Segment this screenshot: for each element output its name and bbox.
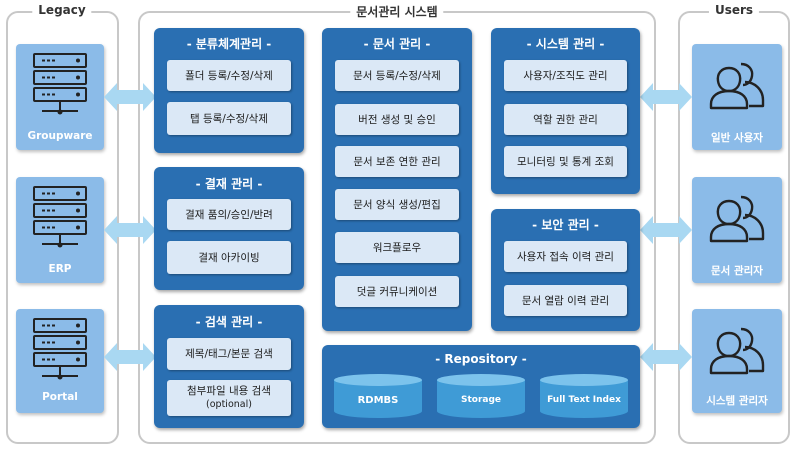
optional-note: (optional) (206, 399, 252, 410)
approval-request-item: 결재 품의/승인/반려 (167, 199, 291, 230)
server-icon (33, 318, 87, 380)
full-text-index-label: Full Text Index (547, 395, 621, 405)
server-icon (33, 186, 87, 248)
search-panel: - 검색 관리 - 제목/태그/본문 검색 첨부파일 내용 검색 (option… (154, 305, 304, 428)
search-title: - 검색 관리 - (195, 315, 263, 329)
tab-crud-item: 탭 등록/수정/삭제 (167, 102, 291, 135)
full-text-index-cylinder-icon (540, 374, 628, 418)
template-edit-item: 문서 양식 생성/편집 (335, 189, 459, 220)
sysadmin-panel: - 시스템 관리 - 사용자/조직도 관리 역할 권한 관리 모니터링 및 통계… (491, 28, 640, 194)
users-icon (709, 327, 765, 375)
legacy-title: Legacy (32, 3, 92, 17)
workflow-item: 워크플로우 (335, 232, 459, 263)
user-node-sys-admin: 시스템 관리자 (692, 309, 782, 413)
approval-panel: - 결재 관리 - 결재 품의/승인/반려 결재 아카이빙 (154, 167, 304, 290)
attachment-search-label: 첨부파일 내용 검색 (187, 385, 271, 397)
user-org-item: 사용자/조직도 관리 (504, 60, 627, 91)
legacy-node-portal: Portal (16, 309, 104, 413)
document-title: - 문서 관리 - (363, 37, 431, 51)
legacy-node-groupware: Groupware (16, 44, 104, 150)
folder-crud-item: 폴더 등록/수정/삭제 (167, 60, 291, 91)
user-label-sys-admin: 시스템 관리자 (706, 395, 768, 407)
storage-label: Storage (460, 395, 502, 405)
document-panel: - 문서 관리 - 문서 등록/수정/삭제 버전 생성 및 승인 문서 보존 연… (322, 28, 472, 331)
arrow-portal (104, 343, 156, 371)
user-label-doc-admin: 문서 관리자 (711, 265, 763, 277)
users-icon (709, 62, 765, 110)
legacy-label-groupware: Groupware (27, 130, 93, 142)
arrow-sys-admin (640, 343, 692, 371)
repository-panel: - Repository - RDMBS Storage Full Text I… (322, 345, 640, 428)
rdbms-label: RDMBS (357, 395, 399, 406)
classification-panel: - 분류체계관리 - 폴더 등록/수정/삭제 탭 등록/수정/삭제 (154, 28, 304, 153)
title-tag-search-item: 제목/태그/본문 검색 (167, 338, 291, 370)
security-title: - 보안 관리 - (532, 218, 599, 232)
user-label-general: 일반 사용자 (711, 132, 763, 144)
users-title: Users (708, 3, 760, 17)
user-node-doc-admin: 문서 관리자 (692, 177, 782, 283)
arrow-doc-admin (640, 216, 692, 244)
attachment-search-item: 첨부파일 내용 검색 (optional) (167, 380, 291, 416)
monitoring-stats-item: 모니터링 및 통계 조회 (504, 146, 627, 177)
rdbms-cylinder-icon (334, 374, 422, 418)
sysadmin-title: - 시스템 관리 - (526, 37, 605, 51)
comment-communication-item: 덧글 커뮤니케이션 (335, 276, 459, 307)
approval-archive-item: 결재 아카이빙 (167, 241, 291, 274)
retention-period-item: 문서 보존 연한 관리 (335, 146, 459, 177)
legacy-label-erp: ERP (48, 263, 72, 275)
arrow-groupware (104, 83, 156, 111)
view-log-item: 문서 열람 이력 관리 (504, 285, 627, 316)
legacy-node-erp: ERP (16, 177, 104, 283)
arrow-general-user (640, 83, 692, 111)
classification-title: - 분류체계관리 - (186, 37, 272, 51)
users-icon (709, 195, 765, 243)
access-log-item: 사용자 접속 이력 관리 (504, 241, 627, 272)
document-crud-item: 문서 등록/수정/삭제 (335, 60, 459, 91)
arrow-erp (104, 216, 156, 244)
approval-title: - 결재 관리 - (195, 177, 263, 191)
system-title: 문서관리 시스템 (350, 3, 444, 20)
server-icon (33, 53, 87, 115)
repository-title: - Repository - (435, 352, 527, 366)
storage-cylinder-icon (437, 374, 525, 418)
version-approval-item: 버전 생성 및 승인 (335, 104, 459, 135)
security-panel: - 보안 관리 - 사용자 접속 이력 관리 문서 열람 이력 관리 (491, 209, 640, 331)
user-node-general: 일반 사용자 (692, 44, 782, 150)
role-permission-item: 역할 권한 관리 (504, 104, 627, 135)
legacy-label-portal: Portal (42, 391, 78, 403)
